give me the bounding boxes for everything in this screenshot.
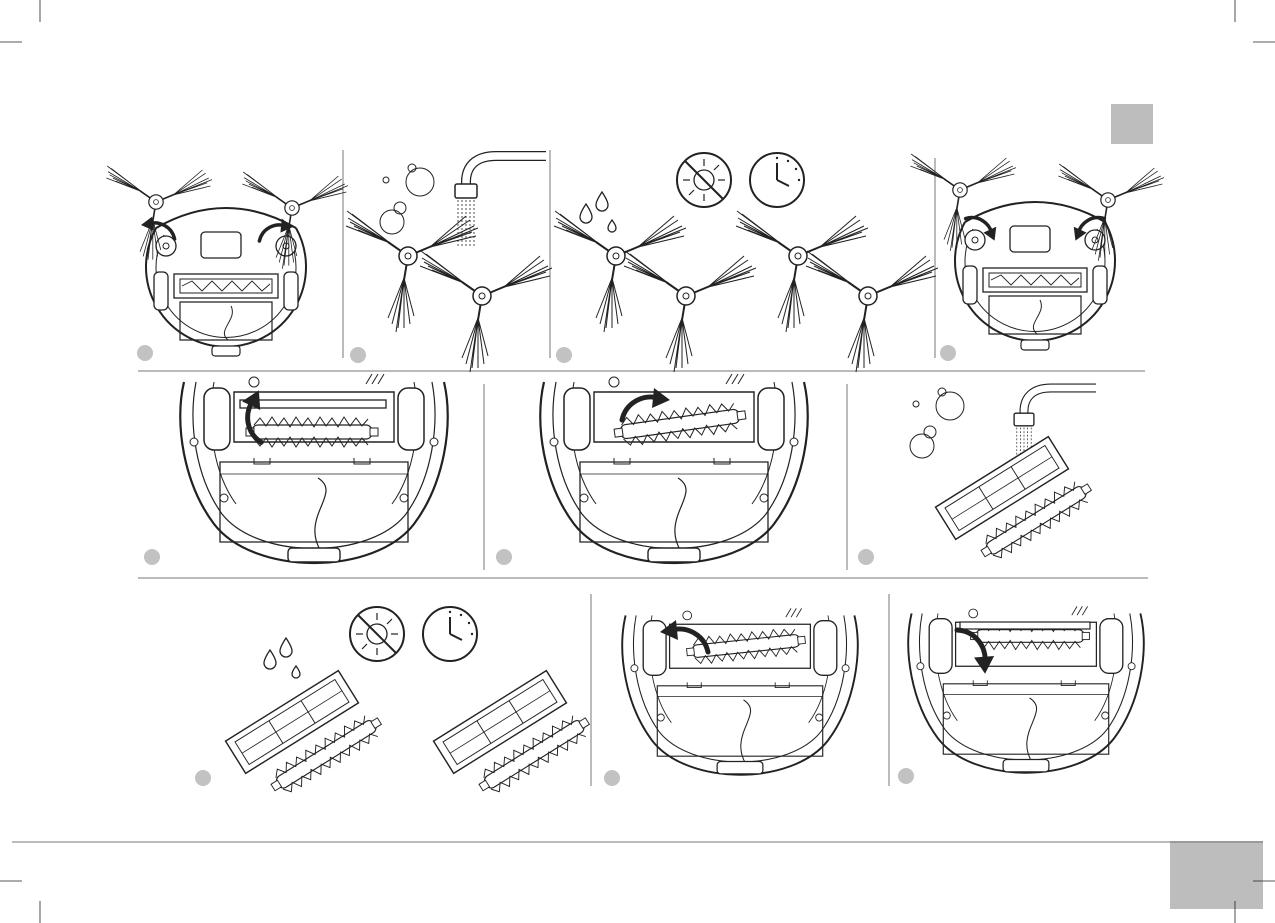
bubbles-icon — [910, 388, 964, 458]
bubbles-icon — [380, 164, 434, 234]
main-brush-icon — [936, 437, 1097, 566]
step-close-brush-cover — [898, 606, 1144, 784]
step-marker — [898, 768, 914, 784]
water-drops-icon — [580, 192, 616, 232]
step-marker — [556, 347, 572, 363]
step-marker — [137, 345, 153, 361]
step-refit-side-brushes — [910, 154, 1164, 361]
step-dry-side-brushes — [554, 153, 938, 372]
step-marker — [858, 549, 874, 565]
main-brush-icon — [434, 671, 595, 800]
robot-underside-icon — [622, 608, 857, 774]
no-sun-icon — [677, 153, 731, 207]
side-brush-icon — [624, 251, 756, 372]
water-drops-icon — [264, 638, 300, 678]
main-brush-icon — [226, 671, 387, 800]
step-marker — [940, 345, 956, 361]
step-marker — [350, 347, 366, 363]
clock-icon — [423, 607, 477, 661]
robot-underside-icon — [955, 202, 1115, 350]
brush-cover-icon — [240, 400, 386, 408]
step-open-brush-cover — [144, 374, 448, 565]
side-brush-icon — [806, 251, 938, 372]
brush-cover-icon — [960, 622, 1090, 629]
robot-underside-icon — [540, 374, 808, 563]
step-dry-main-brush — [195, 607, 595, 800]
step-marker — [496, 549, 512, 565]
side-brush-icon — [736, 211, 868, 332]
step-marker — [604, 770, 620, 786]
faucet-icon — [455, 156, 546, 246]
step-remove-side-brushes — [106, 166, 348, 361]
step-lift-main-brush — [496, 374, 808, 565]
no-sun-icon — [350, 607, 404, 661]
side-brush-icon — [420, 251, 552, 372]
step-rinse-main-brush — [858, 388, 1097, 566]
step-marker — [195, 770, 211, 786]
side-brush-icon — [554, 211, 686, 332]
clock-icon — [750, 153, 804, 207]
step-insert-main-brush — [604, 608, 858, 786]
step-marker — [144, 549, 160, 565]
step-rinse-side-brushes — [346, 156, 552, 372]
